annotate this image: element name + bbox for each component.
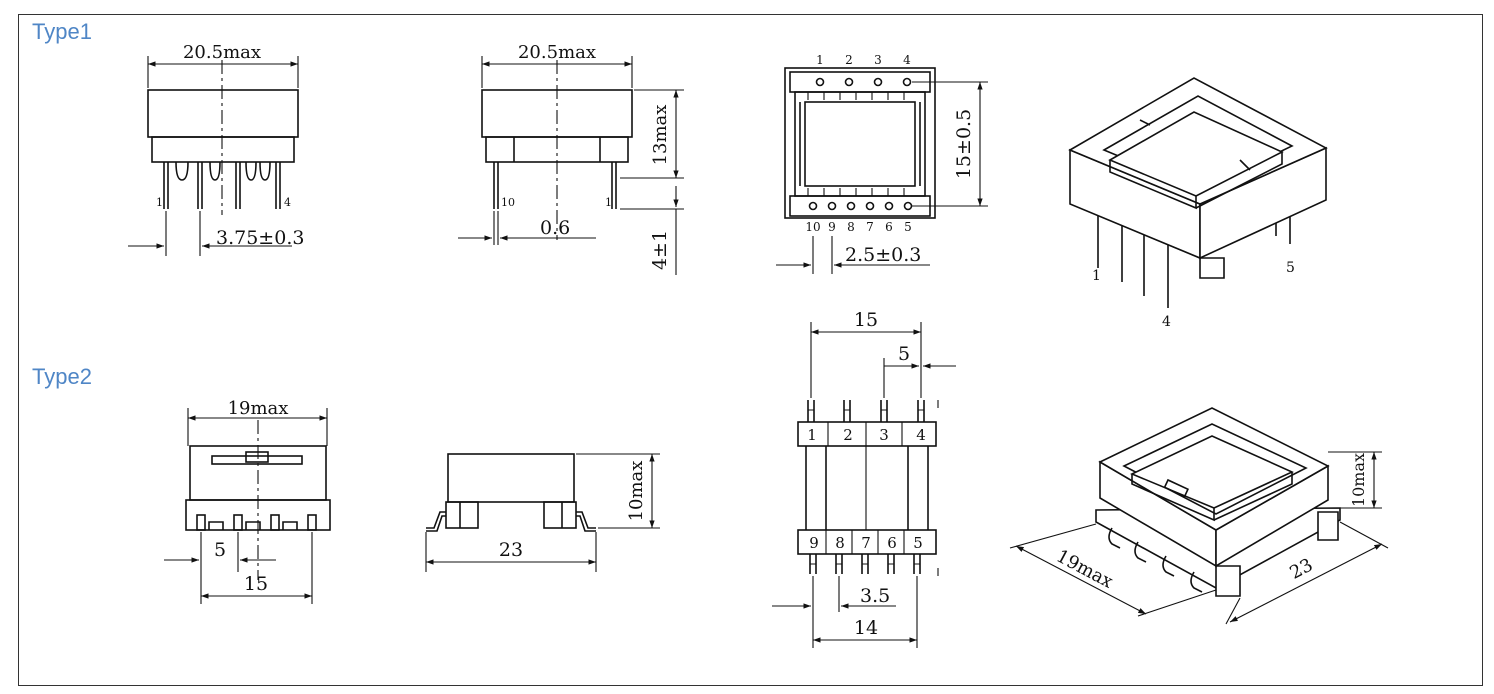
t1-top-pin-2: 2 xyxy=(845,53,853,67)
type1-label: Type1 xyxy=(32,19,92,44)
t2-top-pin-4: 4 xyxy=(916,426,926,444)
t1-side-pin-10: 10 xyxy=(501,196,515,209)
t2-front-view: 19max 5 15 xyxy=(164,398,331,604)
t2-front-span: 15 xyxy=(244,573,268,595)
t1-top-row-spacing: 15±0.5 xyxy=(953,109,975,179)
t1-top-pin-7: 7 xyxy=(866,220,874,234)
t2-front-width: 19max xyxy=(228,398,289,419)
t2-top-pitch-top: 5 xyxy=(898,343,910,365)
t1-top-pin-9: 9 xyxy=(828,220,836,234)
t2-top-pin-2: 2 xyxy=(843,426,853,444)
t1-iso-pin-5: 5 xyxy=(1286,260,1295,276)
t2-iso-width: 19max xyxy=(1053,546,1117,593)
t1-front-view: 20.5max 1 4 3.75±0.3 xyxy=(128,42,304,256)
t1-top-pin-10: 10 xyxy=(805,220,820,234)
t1-front-pin-1: 1 xyxy=(156,196,163,209)
t1-top-pin-5: 5 xyxy=(904,220,912,234)
t1-iso-view: 1 4 5 xyxy=(1068,77,1328,330)
t2-top-pin-5: 5 xyxy=(913,534,923,552)
t1-side-width: 20.5max xyxy=(518,42,596,63)
t1-front-width: 20.5max xyxy=(183,42,261,63)
t1-side-pin-1: 1 xyxy=(605,196,612,209)
t2-top-pin-8: 8 xyxy=(835,534,845,552)
t2-top-pin-7: 7 xyxy=(861,534,871,552)
t2-side-view: 23 10max xyxy=(425,453,660,572)
t2-side-height: 10max xyxy=(626,461,647,522)
t2-iso-height: 10max xyxy=(1349,453,1368,507)
t1-top-pitch: 2.5±0.3 xyxy=(845,244,921,266)
t1-front-pin-4: 4 xyxy=(284,196,291,209)
t2-top-span-bottom: 14 xyxy=(854,617,878,639)
type2-label: Type2 xyxy=(32,364,92,389)
t1-top-pin-6: 6 xyxy=(885,220,893,234)
t1-side-height: 13max xyxy=(650,105,671,166)
t2-top-view: 1 2 3 4 9 8 7 6 5 15 5 3.5 14 xyxy=(772,309,956,648)
drawing-frame xyxy=(18,14,1483,686)
t1-iso-pin-1: 1 xyxy=(1092,268,1101,284)
t1-top-pin-4: 4 xyxy=(903,53,911,67)
t2-side-length: 23 xyxy=(499,539,523,561)
t1-top-view: 1 2 3 4 10 9 8 7 6 5 15±0.5 2.5±0.3 xyxy=(776,53,988,274)
t1-top-pin-1: 1 xyxy=(816,53,824,67)
t1-side-pin-length: 4±1 xyxy=(649,230,671,270)
t1-iso-pin-4: 4 xyxy=(1162,314,1171,330)
t2-top-pin-1: 1 xyxy=(807,426,817,444)
t1-side-pin-dia: 0.6 xyxy=(540,217,570,239)
t2-top-pin-6: 6 xyxy=(887,534,897,552)
t2-top-pin-3: 3 xyxy=(879,426,889,444)
t1-front-pitch: 3.75±0.3 xyxy=(216,227,304,249)
t2-front-pitch: 5 xyxy=(214,539,226,561)
t2-iso-view: 10max 19max 23 xyxy=(1009,407,1389,625)
t2-top-span: 15 xyxy=(854,309,878,331)
t2-top-pin-9: 9 xyxy=(809,534,819,552)
t1-side-view: 20.5max 10 1 13max 4±1 0.6 xyxy=(458,42,684,275)
t2-top-pitch-bottom: 3.5 xyxy=(860,585,890,607)
t1-top-pin-3: 3 xyxy=(874,53,882,67)
t1-top-pin-8: 8 xyxy=(847,220,855,234)
